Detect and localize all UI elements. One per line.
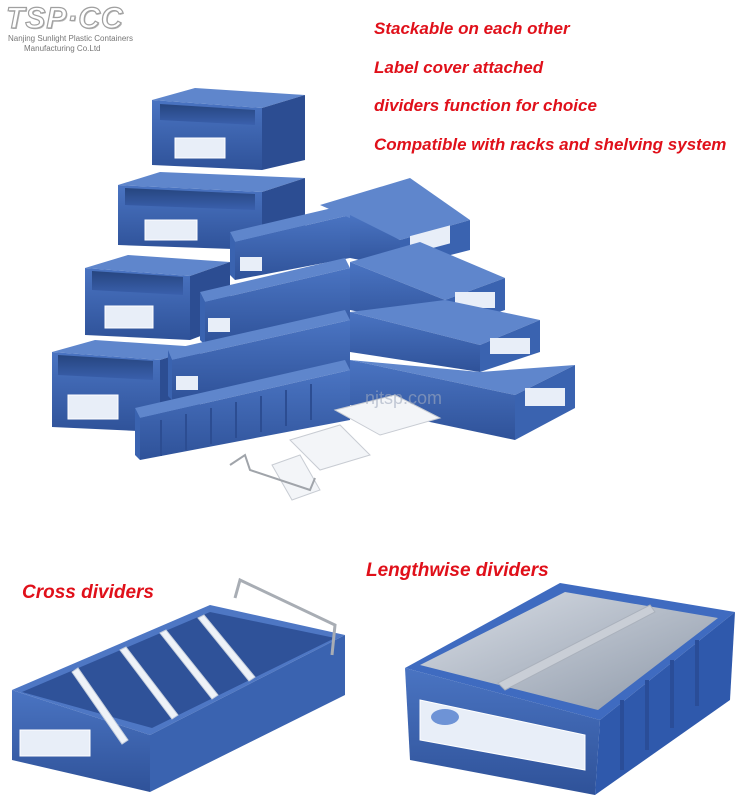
- cross-divider-bin: [12, 577, 345, 792]
- company-name-line1: Nanjing Sunlight Plastic Containers: [8, 34, 133, 43]
- company-logo: TSP·CC Nanjing Sunlight Plastic Containe…: [5, 2, 156, 54]
- right-bin-stack: [320, 178, 575, 440]
- caption-lengthwise-dividers: Lengthwise dividers: [366, 560, 549, 581]
- middle-bin-stack: [135, 205, 350, 460]
- watermark: njtsp.com: [365, 388, 443, 408]
- caption-cross-dividers: Cross dividers: [22, 582, 154, 603]
- company-name: Nanjing Sunlight Plastic Containers Manu…: [8, 34, 156, 54]
- feature-compatible: Compatible with racks and shelving syste…: [374, 135, 727, 154]
- bin: [350, 360, 575, 440]
- bin: [152, 88, 305, 170]
- company-name-line2: Manufacturing Co.Ltd: [24, 44, 101, 53]
- bin: [350, 300, 540, 372]
- bin: [85, 255, 230, 340]
- bin: [230, 205, 350, 280]
- feature-dividers: dividers function for choice: [374, 96, 597, 115]
- lengthwise-divider-bin: [405, 583, 735, 795]
- logo-mark: TSP·CC: [5, 2, 124, 35]
- bin: [135, 360, 350, 460]
- feature-label-cover: Label cover attached: [374, 58, 544, 77]
- bin: [168, 310, 350, 400]
- feature-stackable: Stackable on each other: [374, 19, 570, 38]
- label-cover-accessories: [229, 394, 442, 501]
